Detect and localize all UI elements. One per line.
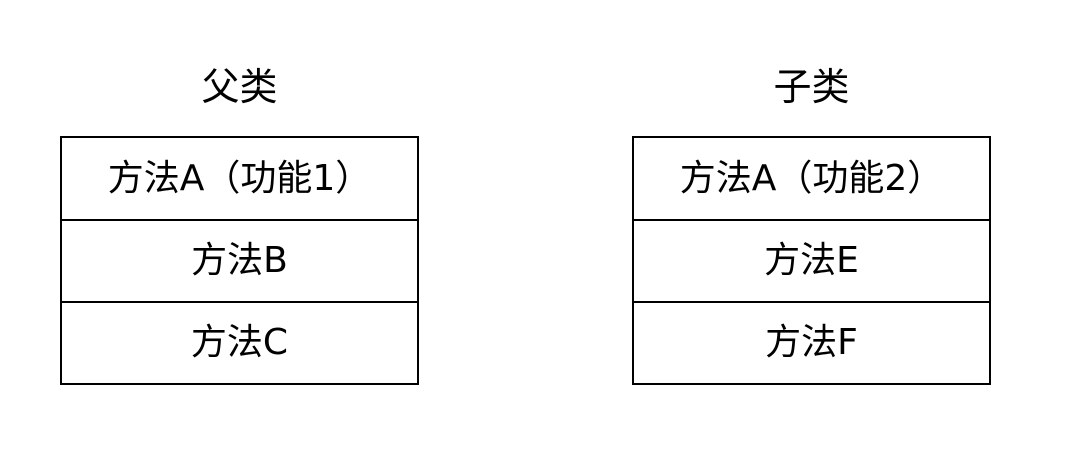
parent-class-title: 父类 <box>201 65 278 109</box>
child-method-e: 方法E <box>634 219 989 301</box>
child-method-f: 方法F <box>634 301 989 383</box>
child-method-table: 方法A（功能2） 方法E 方法F <box>632 136 991 385</box>
child-class-title: 子类 <box>773 65 850 109</box>
parent-method-c: 方法C <box>62 301 417 383</box>
parent-method-a: 方法A（功能1） <box>107 158 372 199</box>
child-method-a: 方法A（功能2） <box>679 158 944 199</box>
parent-method-b: 方法B <box>62 219 417 301</box>
parent-method-table: 方法A（功能1） 方法B 方法C <box>60 136 419 385</box>
